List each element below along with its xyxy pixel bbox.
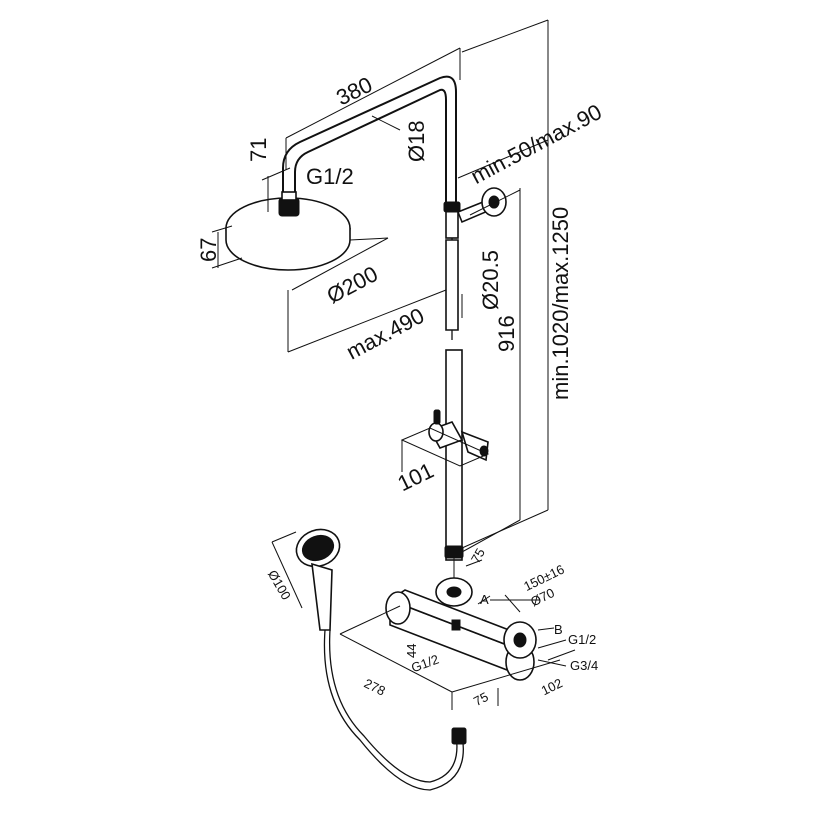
thermostatic-mixer: [385, 577, 537, 681]
label-hand-diameter: Ø100: [265, 567, 294, 602]
overhead-shower: [225, 75, 457, 271]
label-port-a: A: [480, 592, 489, 607]
label-bottom-width: 75: [471, 689, 491, 709]
label-head-projection: max.490: [342, 303, 428, 365]
label-mixer-length: 278: [362, 676, 388, 699]
label-holder-offset: 101: [394, 458, 438, 497]
label-bottom-height: 44: [404, 644, 419, 658]
riser-rail: [428, 187, 507, 590]
label-arm-adjust: min.50/max.90: [467, 99, 606, 189]
hand-shower: [295, 528, 467, 791]
label-arm-diameter: Ø18: [404, 120, 429, 162]
label-outlet-thread: G1/2: [568, 632, 596, 647]
label-rail-length: 916: [494, 315, 519, 352]
label-top-outlet: 75: [468, 546, 488, 566]
label-arm-length: 380: [332, 72, 376, 111]
label-inlet-thread: G3/4: [570, 658, 598, 673]
label-head-offset: 71: [246, 138, 271, 162]
label-head-height: 67: [196, 238, 221, 262]
label-valve-depth: 102: [539, 675, 565, 698]
dimension-lines: [211, 19, 576, 710]
label-total-height: min.1020/max.1250: [548, 207, 573, 400]
label-rail-diameter: Ø20.5: [478, 250, 503, 310]
label-head-thread: G1/2: [306, 164, 354, 189]
label-port-b: B: [554, 622, 563, 637]
